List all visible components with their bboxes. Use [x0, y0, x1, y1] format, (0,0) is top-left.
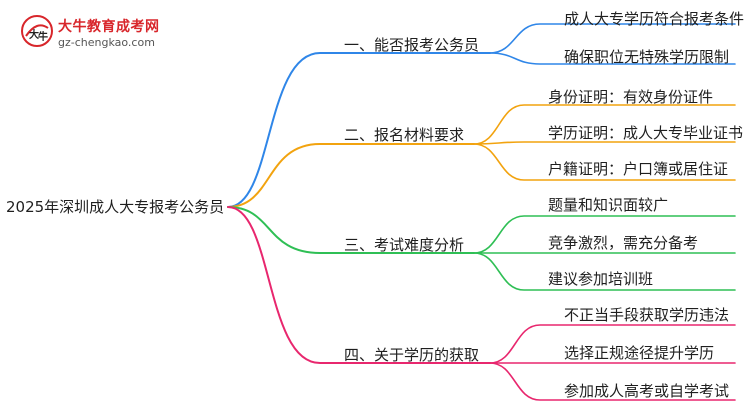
root-topic: 2025年深圳成人大专报考公务员 — [6, 198, 225, 216]
branch-3-label: 三、考试难度分析 — [344, 236, 465, 254]
leaf-3-2: 竞争激烈，需充分备考 — [548, 234, 699, 252]
leaf-4-2: 选择正规途径提升学历 — [564, 344, 715, 362]
leaf-2-1-connector — [473, 104, 736, 145]
leaf-3-3-connector — [473, 252, 736, 291]
leaf-4-1: 不正当手段获取学历违法 — [564, 306, 730, 324]
leaf-2-3-connector — [473, 143, 736, 181]
leaf-1-2: 确保职位无特殊学历限制 — [564, 48, 730, 66]
branch-2-connector — [227, 143, 475, 208]
logo-badge-icon: 大 牛 — [21, 15, 53, 47]
leaf-3-1: 题量和知识面较广 — [548, 196, 669, 214]
svg-text:大: 大 — [29, 28, 39, 41]
leaf-1-1-connector — [489, 23, 736, 54]
branch-4-connector — [227, 206, 491, 364]
logo-url: gz-chengkao.com — [58, 36, 155, 49]
leaf-2-2: 学历证明：成人大专毕业证书 — [548, 124, 744, 142]
leaf-4-3: 参加成人高考或自学考试 — [564, 382, 730, 400]
leaf-1-2-connector — [489, 52, 736, 65]
branch-1-label: 一、能否报考公务员 — [344, 36, 480, 54]
leaf-2-2-connector — [473, 141, 736, 145]
branch-3-connector — [227, 206, 475, 254]
leaf-4-3-connector — [489, 362, 736, 401]
leaf-3-3: 建议参加培训班 — [548, 270, 654, 288]
svg-text:牛: 牛 — [38, 30, 48, 43]
branch-2-label: 二、报名材料要求 — [344, 126, 465, 144]
site-logo[interactable]: 大 牛 大牛教育成考网 gz-chengkao.com — [20, 12, 160, 56]
leaf-2-3: 户籍证明：户口簿或居住证 — [548, 160, 729, 178]
leaf-3-1-connector — [473, 215, 736, 254]
leaf-1-1: 成人大专学历符合报考条件 — [564, 10, 745, 28]
logo-title: 大牛教育成考网 — [58, 19, 160, 35]
branch-4-label: 四、关于学历的获取 — [344, 346, 480, 364]
branch-1-connector — [227, 52, 491, 208]
leaf-4-1-connector — [489, 324, 736, 364]
leaf-2-1: 身份证明：有效身份证件 — [548, 88, 714, 106]
